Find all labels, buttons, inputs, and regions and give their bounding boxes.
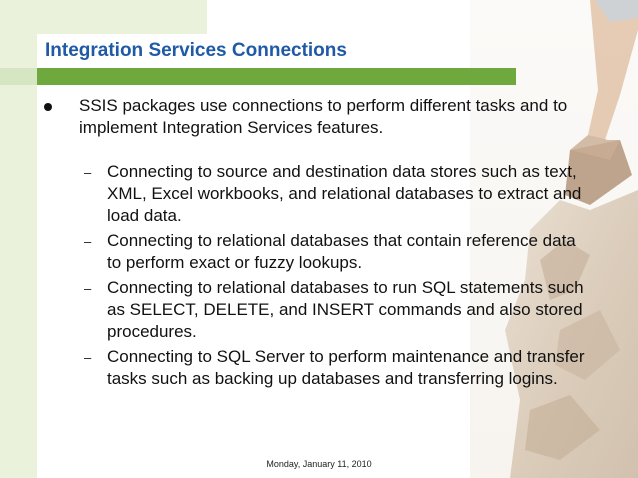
round-bullet-icon <box>44 103 52 111</box>
slide-content: SSIS packages use connections to perform… <box>37 95 597 393</box>
title-bar-left-segment <box>0 68 37 85</box>
slide-footer-date: Monday, January 11, 2010 <box>266 459 372 469</box>
sub-bullet-text: Connecting to source and destination dat… <box>107 162 582 225</box>
sub-bullet-text: Connecting to relational databases that … <box>107 231 576 272</box>
dash-marker: – <box>84 165 92 180</box>
slide-title: Integration Services Connections <box>45 40 347 61</box>
main-bullet: SSIS packages use connections to perform… <box>37 95 597 139</box>
top-decorative-band <box>0 0 207 34</box>
sub-bullet-1: – Connecting to source and destination d… <box>37 161 587 227</box>
sub-bullet-text: Connecting to relational databases to ru… <box>107 278 584 341</box>
sub-bullet-3: – Connecting to relational databases to … <box>37 277 587 343</box>
main-bullet-text: SSIS packages use connections to perform… <box>79 96 568 137</box>
sub-bullet-2: – Connecting to relational databases tha… <box>37 230 587 274</box>
sub-bullet-text: Connecting to SQL Server to perform main… <box>107 347 585 388</box>
dash-marker: – <box>84 350 92 365</box>
title-accent-bar <box>37 68 516 85</box>
sub-bullet-4: – Connecting to SQL Server to perform ma… <box>37 346 587 390</box>
dash-marker: – <box>84 281 92 296</box>
dash-marker: – <box>84 234 92 249</box>
